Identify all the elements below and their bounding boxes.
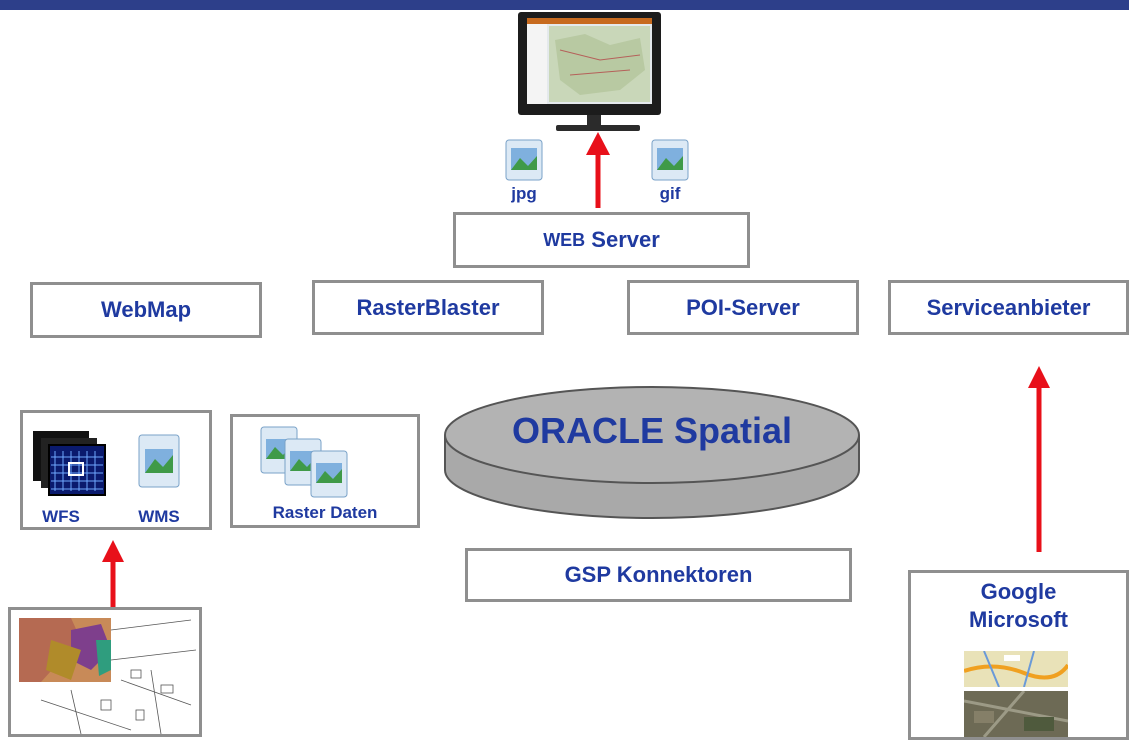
serviceanbieter-label: Serviceanbieter [926,294,1091,320]
map-thumbnail-icon [964,651,1068,687]
map-source-box [8,607,202,737]
providers-box: Google Microsoft [908,570,1129,740]
monitor-icon [518,12,661,131]
arrow-to-monitor-head [586,132,610,155]
arrow-providers-to-service-head [1028,366,1050,388]
webmap-box: WebMap [30,282,262,338]
gsp-konnektoren-label: GSP Konnektoren [564,562,753,587]
wfs-grid-icon [33,431,109,497]
poi-server-box: POI-Server [627,280,859,335]
web-server-box: WEB Server [453,212,750,268]
top-bar [0,0,1129,10]
arrow-map-to-wfs-head [102,540,124,562]
rasterblaster-box: RasterBlaster [312,280,544,335]
oracle-spatial-label: ORACLE Spatial [511,410,793,451]
google-label: Google [980,579,1057,604]
raster-daten-box: Raster Daten [230,414,420,528]
gif-image-icon [648,138,692,182]
jpg-label: jpg [511,184,537,203]
wfs-wms-box: WFS WMS [20,410,212,530]
serviceanbieter-box: Serviceanbieter [888,280,1129,335]
gif-label: gif [659,184,681,203]
web-server-suffix: Server [585,227,660,252]
gsp-konnektoren-box: GSP Konnektoren [465,548,852,602]
rasterblaster-label: RasterBlaster [356,294,500,320]
raster-stack-icon [259,425,369,501]
raster-daten-label: Raster Daten [272,503,378,522]
web-server-prefix: WEB [543,229,586,250]
wms-image-icon [135,433,183,489]
satellite-thumbnail-icon [964,691,1068,737]
poi-server-label: POI-Server [686,294,800,320]
wfs-label: WFS [42,507,80,526]
oracle-cylinder [444,386,860,519]
jpg-image-icon [502,138,546,182]
microsoft-label: Microsoft [969,607,1068,632]
wms-label: WMS [138,507,180,526]
map-thumbnail-icon [11,610,199,734]
webmap-label: WebMap [100,297,192,322]
